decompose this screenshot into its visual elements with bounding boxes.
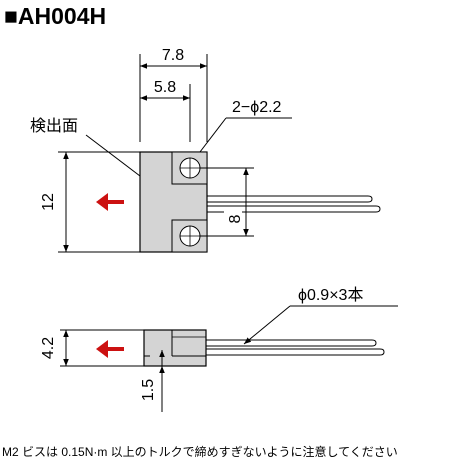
wires-side	[206, 339, 385, 356]
torque-note: M2 ビスは 0.15N·m 以上のトルクで締めすぎないように注意してください	[2, 444, 398, 459]
dim-label-hole-offset: 5.8	[154, 79, 176, 96]
dim-label-step: 1.5	[140, 379, 157, 401]
dimension-step: 1.5	[140, 350, 165, 412]
wire-spec-label: ϕ0.9×3本	[298, 286, 363, 304]
sensing-direction-arrow-top	[96, 193, 124, 211]
dim-label-overall-width: 7.8	[162, 47, 184, 64]
sensor-body-top	[139, 151, 208, 253]
dim-label-thickness: 4.2	[40, 337, 57, 359]
dim-label-height: 12	[40, 193, 57, 211]
dimension-height: 12	[40, 151, 140, 253]
sensing-direction-arrow-side	[96, 340, 124, 358]
sensing-face-callout: 検出面	[30, 117, 141, 177]
dimension-hole-pitch: 8	[200, 167, 254, 237]
sensor-body-side	[143, 329, 207, 367]
dimension-overall-width: 7.8	[140, 47, 207, 69]
hole-spec-label: 2−ϕ2.2	[232, 99, 282, 116]
sensing-face-label: 検出面	[30, 117, 78, 135]
wires-top	[207, 195, 381, 213]
page-title: ■AH004H	[4, 3, 106, 29]
dimension-thickness: 4.2	[40, 329, 144, 367]
dim-label-hole-pitch: 8	[227, 214, 244, 223]
wire-spec-callout: ϕ0.9×3本	[243, 286, 398, 345]
dimension-hole-offset: 5.8	[140, 79, 190, 101]
